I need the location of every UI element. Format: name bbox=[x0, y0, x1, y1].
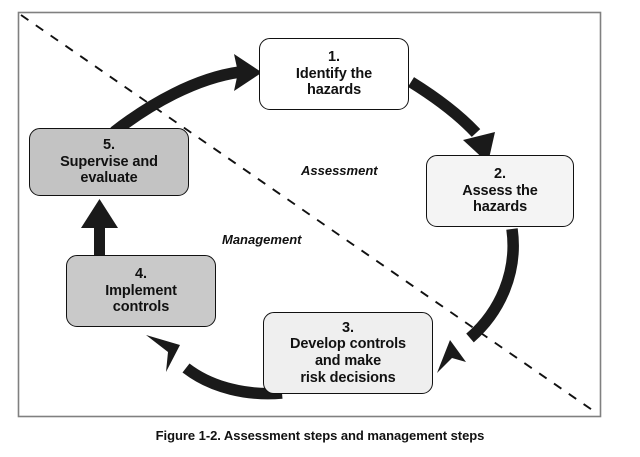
step-box-develop-controls[interactable]: 3. Develop controls and make risk decisi… bbox=[263, 312, 433, 394]
step-number: 5. bbox=[103, 137, 115, 154]
step-box-supervise-evaluate[interactable]: 5. Supervise and evaluate bbox=[29, 128, 189, 196]
step-label: Implement controls bbox=[105, 282, 177, 316]
step-number: 3. bbox=[342, 319, 354, 336]
step-label: Identify the hazards bbox=[295, 65, 373, 99]
arrow-5-to-1 bbox=[110, 54, 262, 137]
step-box-assess-hazards[interactable]: 2. Assess the hazards bbox=[426, 155, 574, 227]
step-label: Assess the hazards bbox=[462, 182, 538, 216]
assessment-management-divider bbox=[20, 14, 599, 415]
step-box-identify-hazards[interactable]: 1. Identify the hazards bbox=[259, 38, 409, 110]
step-label: Develop controls and make risk decisions bbox=[289, 336, 407, 386]
step-number: 4. bbox=[135, 266, 147, 283]
step-label: Supervise and evaluate bbox=[60, 153, 158, 187]
zone-label-assessment: Assessment bbox=[301, 163, 378, 178]
step-number: 2. bbox=[494, 166, 506, 183]
zone-label-management: Management bbox=[222, 232, 302, 247]
step-number: 1. bbox=[328, 49, 340, 66]
arrow-4-to-5 bbox=[81, 199, 118, 258]
figure-caption: Figure 1-2. Assessment steps and managem… bbox=[155, 428, 485, 443]
step-box-implement-controls[interactable]: 4. Implement controls bbox=[66, 255, 216, 327]
arrow-2-to-3 bbox=[437, 228, 519, 373]
